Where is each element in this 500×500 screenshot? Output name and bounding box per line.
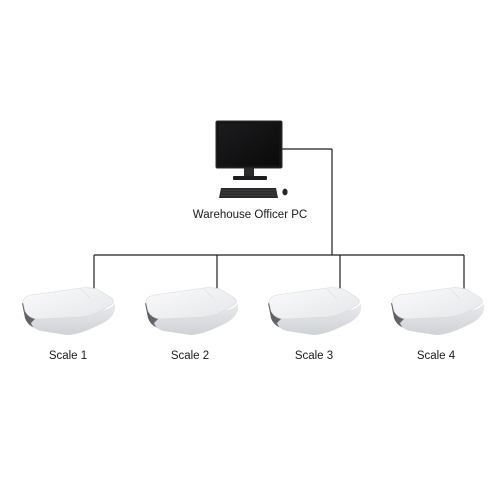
connection-lines: [93, 148, 465, 293]
pc-label: Warehouse Officer PC: [193, 209, 307, 221]
scale-icon: [390, 287, 485, 336]
scale-3: Scale 3: [267, 287, 362, 362]
scale-icon: [21, 287, 116, 336]
scale-4: Scale 4: [390, 287, 485, 362]
scale-1-label: Scale 1: [49, 350, 87, 362]
scale-4-label: Scale 4: [417, 350, 456, 362]
scale-icon: [267, 287, 362, 336]
desktop-computer-icon: [215, 120, 288, 198]
scale-2: Scale 2: [144, 287, 239, 362]
scale-icon: [144, 287, 239, 336]
scale-3-label: Scale 3: [295, 350, 333, 362]
scale-2-label: Scale 2: [171, 350, 209, 362]
scale-1: Scale 1: [21, 287, 116, 362]
